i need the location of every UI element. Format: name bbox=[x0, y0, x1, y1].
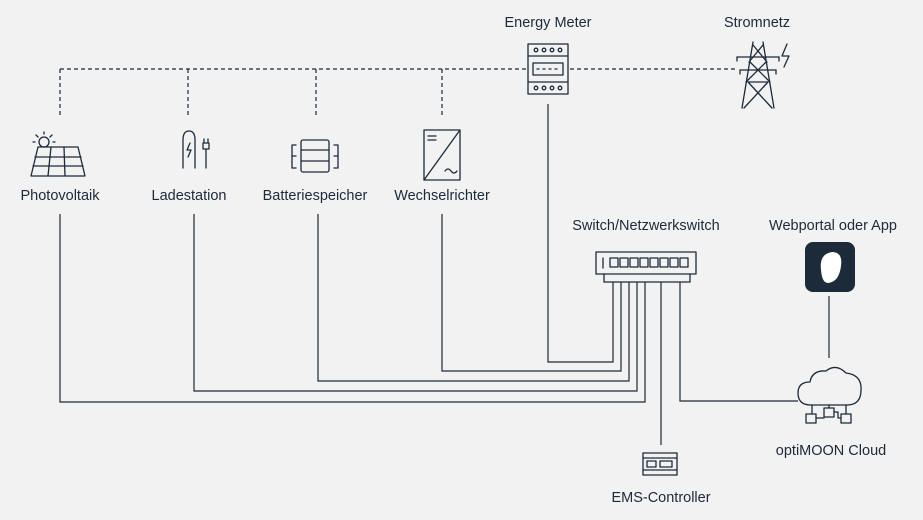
webportal-node: Webportal oder App bbox=[769, 218, 897, 292]
stromnetz-label: Stromnetz bbox=[724, 15, 790, 31]
network-switch-icon bbox=[595, 251, 697, 283]
energy-meter-label: Energy Meter bbox=[504, 15, 591, 31]
ems-controller-node: EMS-Controller bbox=[611, 452, 711, 506]
power-pylon-icon bbox=[736, 41, 790, 109]
ladestation-node: Ladestation bbox=[152, 130, 227, 204]
network-wires bbox=[59, 104, 830, 445]
wechselrichter-label: Wechselrichter bbox=[394, 188, 490, 204]
wechselrichter-node: Wechselrichter bbox=[394, 129, 490, 204]
cloud-icon bbox=[797, 366, 862, 424]
ac-bus-lines bbox=[59, 68, 735, 118]
energy-meter-node: Energy Meter bbox=[504, 15, 592, 95]
solar-panel-icon bbox=[30, 131, 86, 177]
cloud-label: optiMOON Cloud bbox=[776, 443, 886, 459]
switch-label: Switch/Netzwerkswitch bbox=[572, 218, 719, 234]
ladestation-label: Ladestation bbox=[152, 188, 227, 204]
app-icon[interactable] bbox=[805, 242, 855, 292]
photovoltaik-label: Photovoltaik bbox=[21, 188, 101, 204]
energy-meter-icon bbox=[527, 43, 569, 95]
ems-controller-icon bbox=[642, 452, 678, 476]
photovoltaik-node: Photovoltaik bbox=[21, 131, 101, 204]
webportal-label: Webportal oder App bbox=[769, 218, 897, 234]
switch-node: Switch/Netzwerkswitch bbox=[572, 218, 720, 283]
battery-icon bbox=[291, 139, 339, 173]
cloud-node: optiMOON Cloud bbox=[776, 366, 886, 459]
ems-controller-label: EMS-Controller bbox=[611, 490, 710, 506]
stromnetz-node: Stromnetz bbox=[724, 15, 790, 109]
batteriespeicher-label: Batteriespeicher bbox=[263, 188, 368, 204]
inverter-icon bbox=[423, 129, 461, 181]
batteriespeicher-node: Batteriespeicher bbox=[263, 139, 368, 204]
ev-charger-icon bbox=[182, 130, 210, 169]
